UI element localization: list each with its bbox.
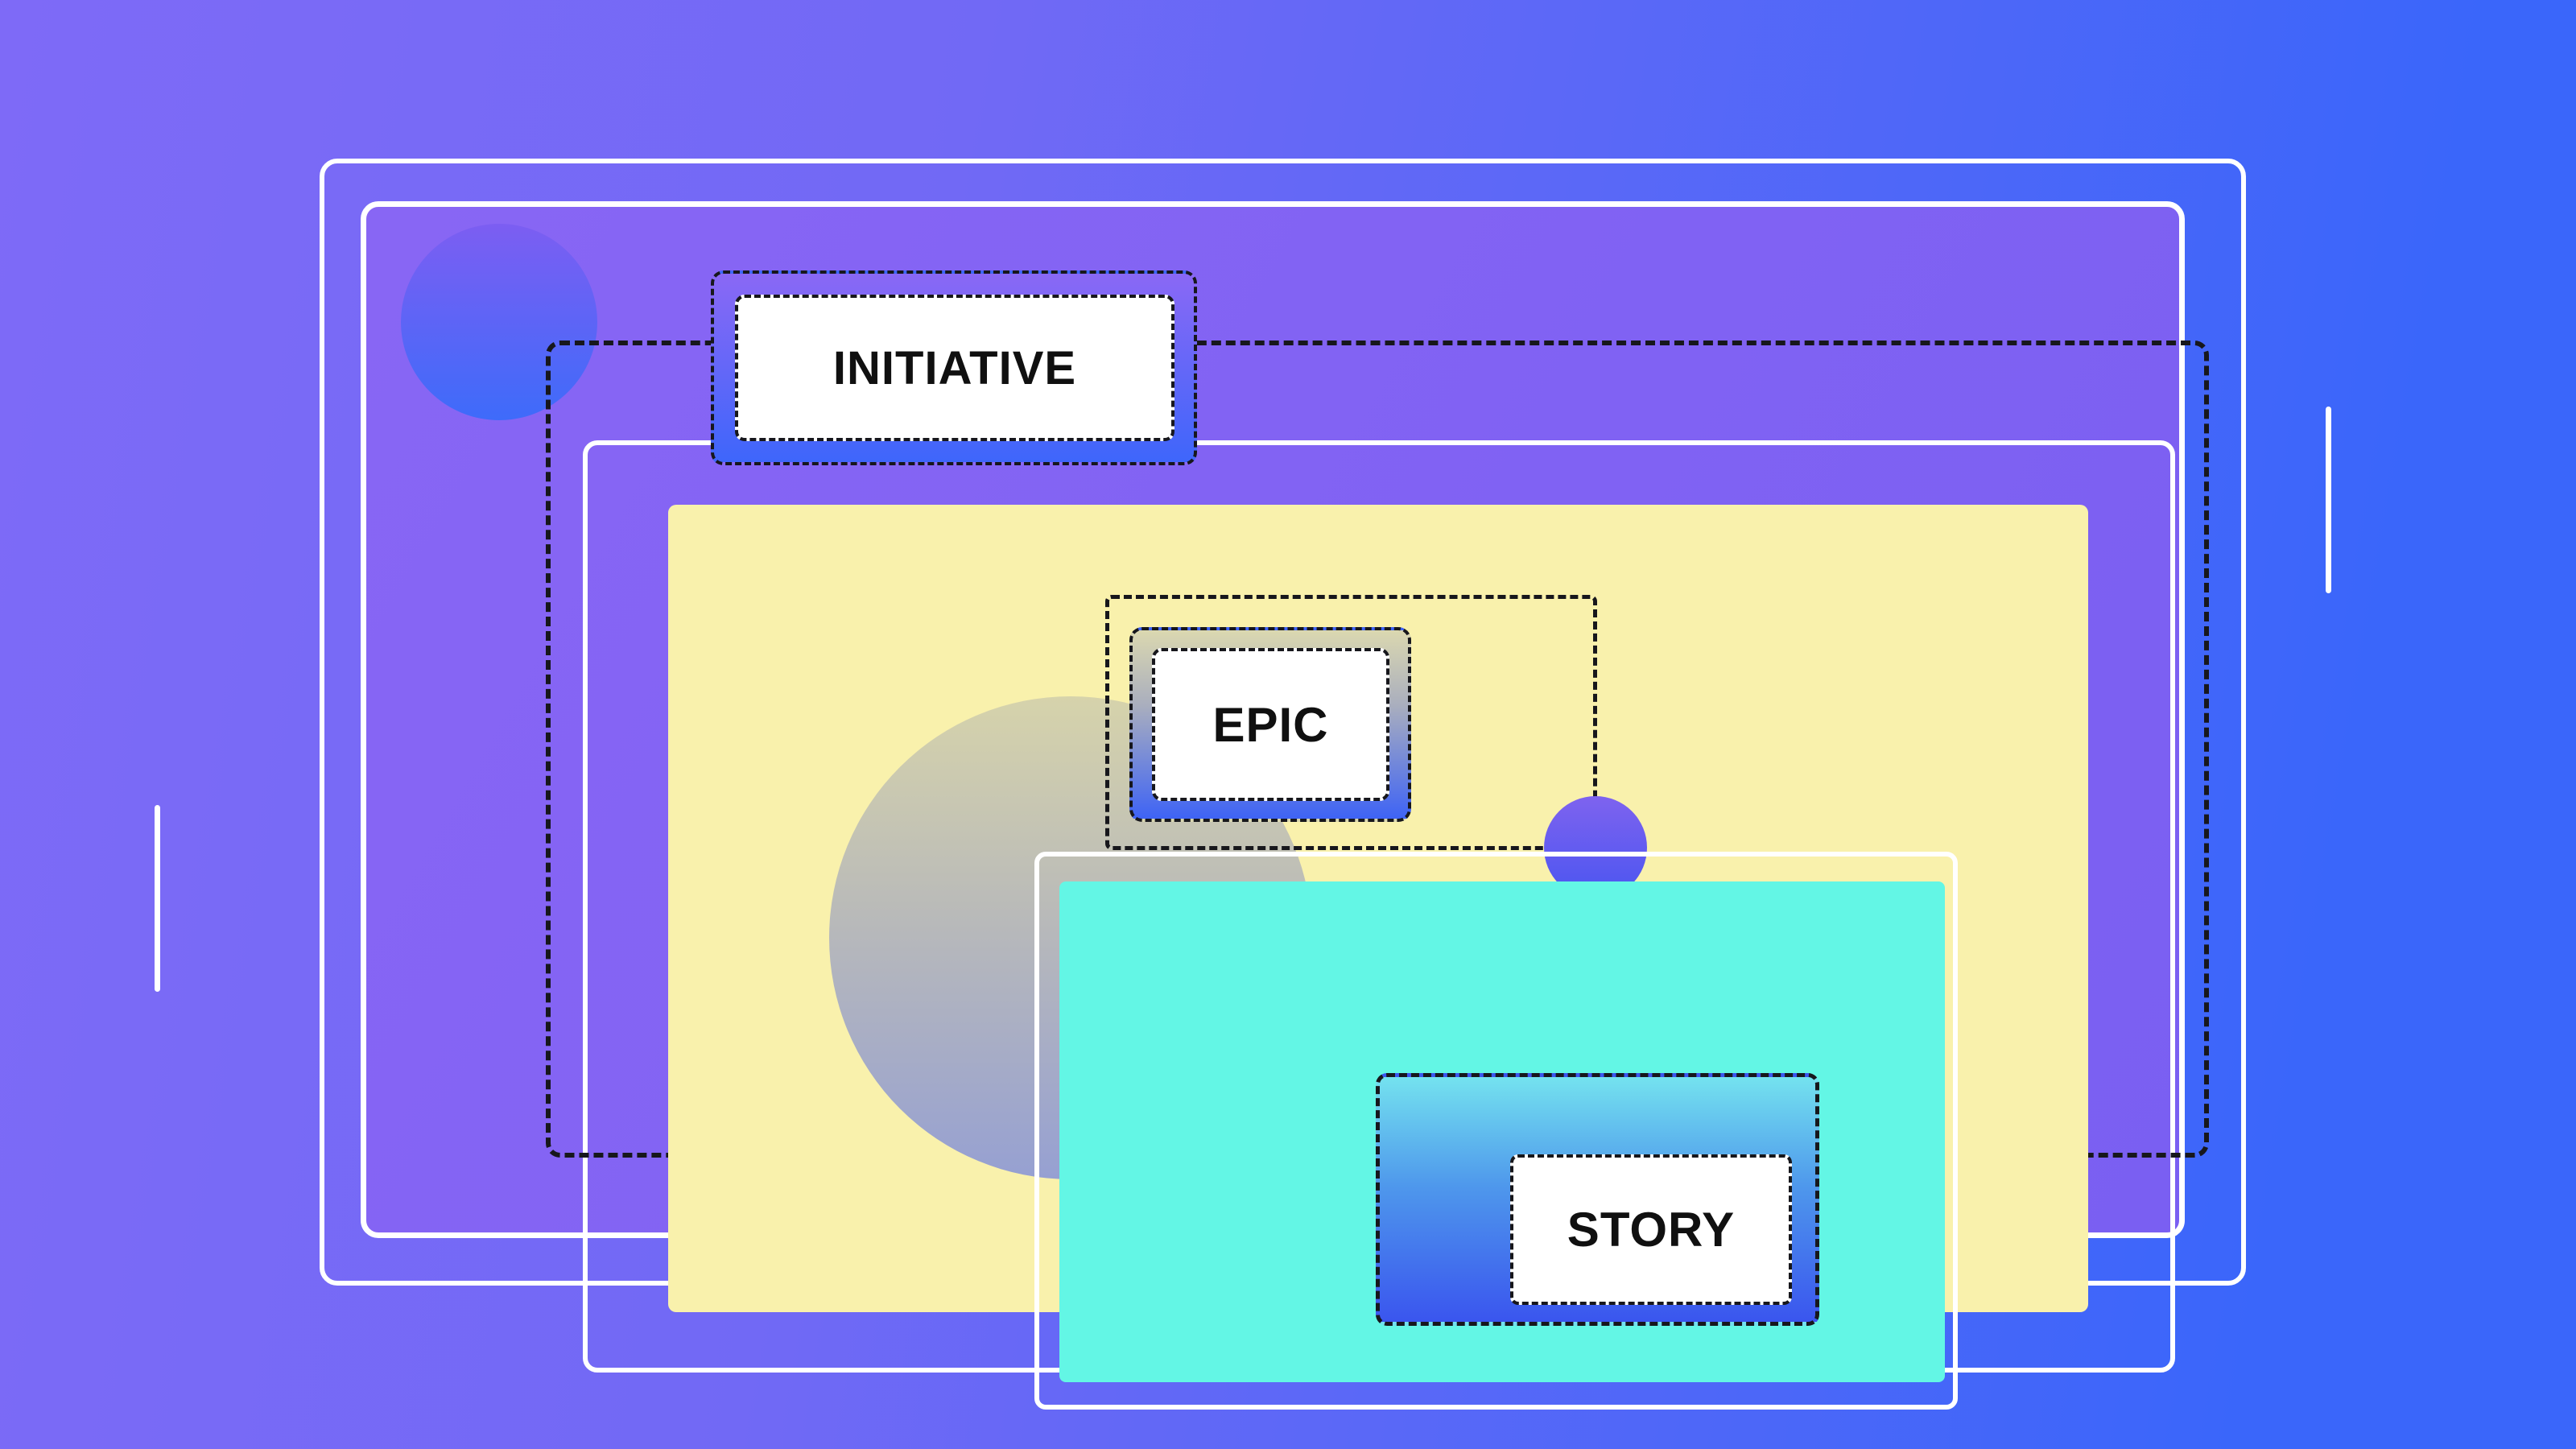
story-label: STORY bbox=[1567, 1203, 1736, 1257]
epic-label: EPIC bbox=[1212, 697, 1329, 752]
story-white-frame bbox=[1034, 852, 1958, 1410]
story-badge: STORY bbox=[1510, 1154, 1792, 1305]
epic-dashed-boundary bbox=[1105, 595, 1597, 850]
accent-line-right bbox=[2326, 407, 2331, 593]
epic-badge: EPIC bbox=[1152, 648, 1389, 801]
decorative-gradient-circle-top-left bbox=[401, 224, 597, 420]
accent-line-left bbox=[155, 805, 160, 992]
initiative-badge: INITIATIVE bbox=[735, 295, 1174, 441]
initiative-label: INITIATIVE bbox=[832, 341, 1077, 394]
